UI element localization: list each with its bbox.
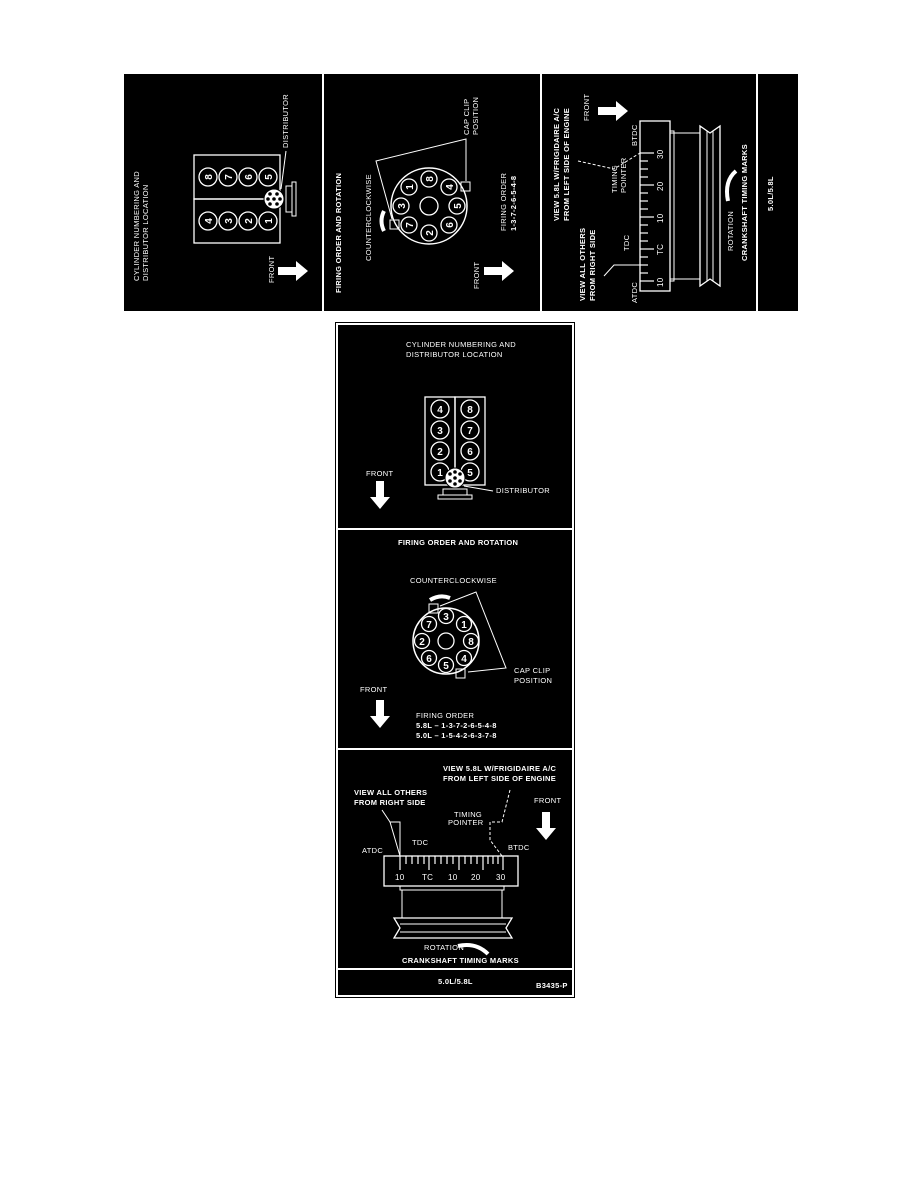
svg-text:6: 6 [426,654,432,665]
cap-clip-label-1: CAP CLIP [514,666,551,675]
svg-text:8: 8 [204,174,215,180]
top-cylinder-section: CYLINDER NUMBERING AND DISTRIBUTOR LOCAT… [124,74,324,311]
top-engine-label: 5.0L/5.8L [766,176,775,211]
rotation-direction-label: COUNTERCLOCKWISE [410,576,497,585]
svg-text:7: 7 [426,620,432,631]
top-engine-block-drawing: 4 3 2 1 8 7 6 5 [193,150,308,281]
top-front-label-1: FRONT [267,255,276,283]
svg-text:3: 3 [437,426,443,437]
top-scale-1: TC [656,243,665,255]
svg-text:6: 6 [467,447,473,458]
svg-text:2: 2 [419,637,425,648]
engine-label: 5.0L/5.8L [438,977,473,986]
timing-pointer-label-2: POINTER [448,818,484,827]
diagram-footer: 5.0L/5.8L B3435-P [338,970,572,995]
top-firing-order-label: FIRING ORDER [499,172,508,231]
svg-text:6: 6 [445,222,456,228]
top-timing-pointer-2: POINTER [619,157,628,193]
svg-text:1: 1 [461,620,467,631]
svg-text:1: 1 [437,468,443,479]
top-footer: 5.0L/5.8L [758,74,784,311]
svg-text:6: 6 [244,174,255,180]
svg-text:2: 2 [425,230,436,236]
svg-text:3: 3 [443,612,449,623]
firing-order-label: FIRING ORDER [416,711,475,720]
distributor-label: DISTRIBUTOR [496,486,550,495]
timing-section: VIEW 5.8L W/FRIGIDAIRE A/C FROM LEFT SID… [338,750,572,970]
top-distributor-label: DISTRIBUTOR [281,94,290,148]
scale-label-10: 10 [448,873,458,882]
timing-pointer-label-1: TIMING [454,810,483,819]
top-firing-order-value: 1-3-7-2-6-5-4-8 [509,175,518,231]
top-atdc: ATDC [630,281,639,303]
cylinder-title-2: DISTRIBUTOR LOCATION [406,350,503,359]
scale-label-20: 20 [471,873,481,882]
top-firing-section: FIRING ORDER AND ROTATION COUNTERCLOCKWI… [324,74,542,311]
rotation-label: ROTATION [424,943,465,952]
svg-text:1: 1 [264,218,275,224]
svg-text:3: 3 [397,203,408,209]
svg-text:3: 3 [224,218,235,224]
cap-clip-label-2: POSITION [514,676,553,685]
svg-text:8: 8 [468,637,474,648]
cylinder-title-1: CYLINDER NUMBERING AND [406,340,516,349]
timing-front-label: FRONT [534,796,562,805]
scale-label-tc: TC [422,873,434,882]
atdc-label: ATDC [362,846,384,855]
view-others-label-2: FROM RIGHT SIDE [354,798,426,807]
top-scale-4: 30 [656,149,665,160]
vertical-diagram: CYLINDER NUMBERING AND DISTRIBUTOR LOCAT… [335,322,575,998]
timing-marks-drawing [381,789,556,956]
cylinder-front-label: FRONT [366,469,394,478]
svg-text:5: 5 [453,203,464,209]
top-tdc: TDC [622,234,631,251]
scale-label-10-after: 10 [395,873,405,882]
top-rotation: ROTATION [726,210,735,251]
svg-text:1: 1 [405,184,416,190]
top-cap-clip-2: POSITION [471,96,480,135]
top-timing-drawing [577,101,738,292]
rotated-diagram: CYLINDER NUMBERING AND DISTRIBUTOR LOCAT… [124,72,798,311]
timing-caption: CRANKSHAFT TIMING MARKS [402,956,519,965]
top-timing-section: VIEW 5.8L W/FRIGIDAIRE A/C FROM LEFT SID… [542,74,758,311]
top-scale-2: 10 [656,213,665,224]
top-distributor-cap-drawing: 3 1 8 4 5 6 2 7 [375,138,514,281]
top-scale-3: 20 [656,181,665,192]
svg-text:4: 4 [445,184,456,190]
btdc-label: BTDC [508,843,530,852]
top-edge-bar [784,74,798,311]
svg-text:5: 5 [264,174,275,180]
svg-text:8: 8 [425,176,436,182]
view-58-label-2: FROM LEFT SIDE OF ENGINE [443,774,557,783]
top-btdc: BTDC [630,124,639,146]
firing-section: FIRING ORDER AND ROTATION COUNTERCLOCKWI… [338,530,572,750]
svg-text:2: 2 [244,218,255,224]
svg-text:5: 5 [443,661,449,672]
figure-id: B3435-P [536,981,568,990]
firing-order-58: 5.8L – 1-3-7-2-6-5-4-8 [416,721,497,730]
svg-text:5: 5 [467,468,473,479]
view-58-label-1: VIEW 5.8L W/FRIGIDAIRE A/C [443,764,557,773]
svg-text:7: 7 [467,426,473,437]
svg-text:4: 4 [461,654,467,665]
scale-label-30: 30 [496,873,506,882]
svg-text:8: 8 [467,405,473,416]
view-others-label-1: VIEW ALL OTHERS [354,788,428,797]
tdc-label: TDC [412,838,429,847]
firing-order-50: 5.0L – 1-5-4-2-6-3-7-8 [416,731,497,740]
rotated-diagram-content: CYLINDER NUMBERING AND DISTRIBUTOR LOCAT… [124,74,798,311]
top-scale-0: 10 [656,277,665,288]
svg-text:2: 2 [437,447,443,458]
top-front-label-2: FRONT [472,261,481,289]
engine-block-drawing: 4 3 2 1 8 7 6 5 [370,396,494,509]
top-caption: CRANKSHAFT TIMING MARKS [740,144,749,261]
firing-title: FIRING ORDER AND ROTATION [398,538,519,547]
svg-text:4: 4 [204,218,215,224]
cylinder-section: CYLINDER NUMBERING AND DISTRIBUTOR LOCAT… [338,325,572,530]
firing-front-label: FRONT [360,685,388,694]
svg-text:7: 7 [405,222,416,228]
svg-text:4: 4 [437,405,443,416]
svg-text:7: 7 [224,174,235,180]
